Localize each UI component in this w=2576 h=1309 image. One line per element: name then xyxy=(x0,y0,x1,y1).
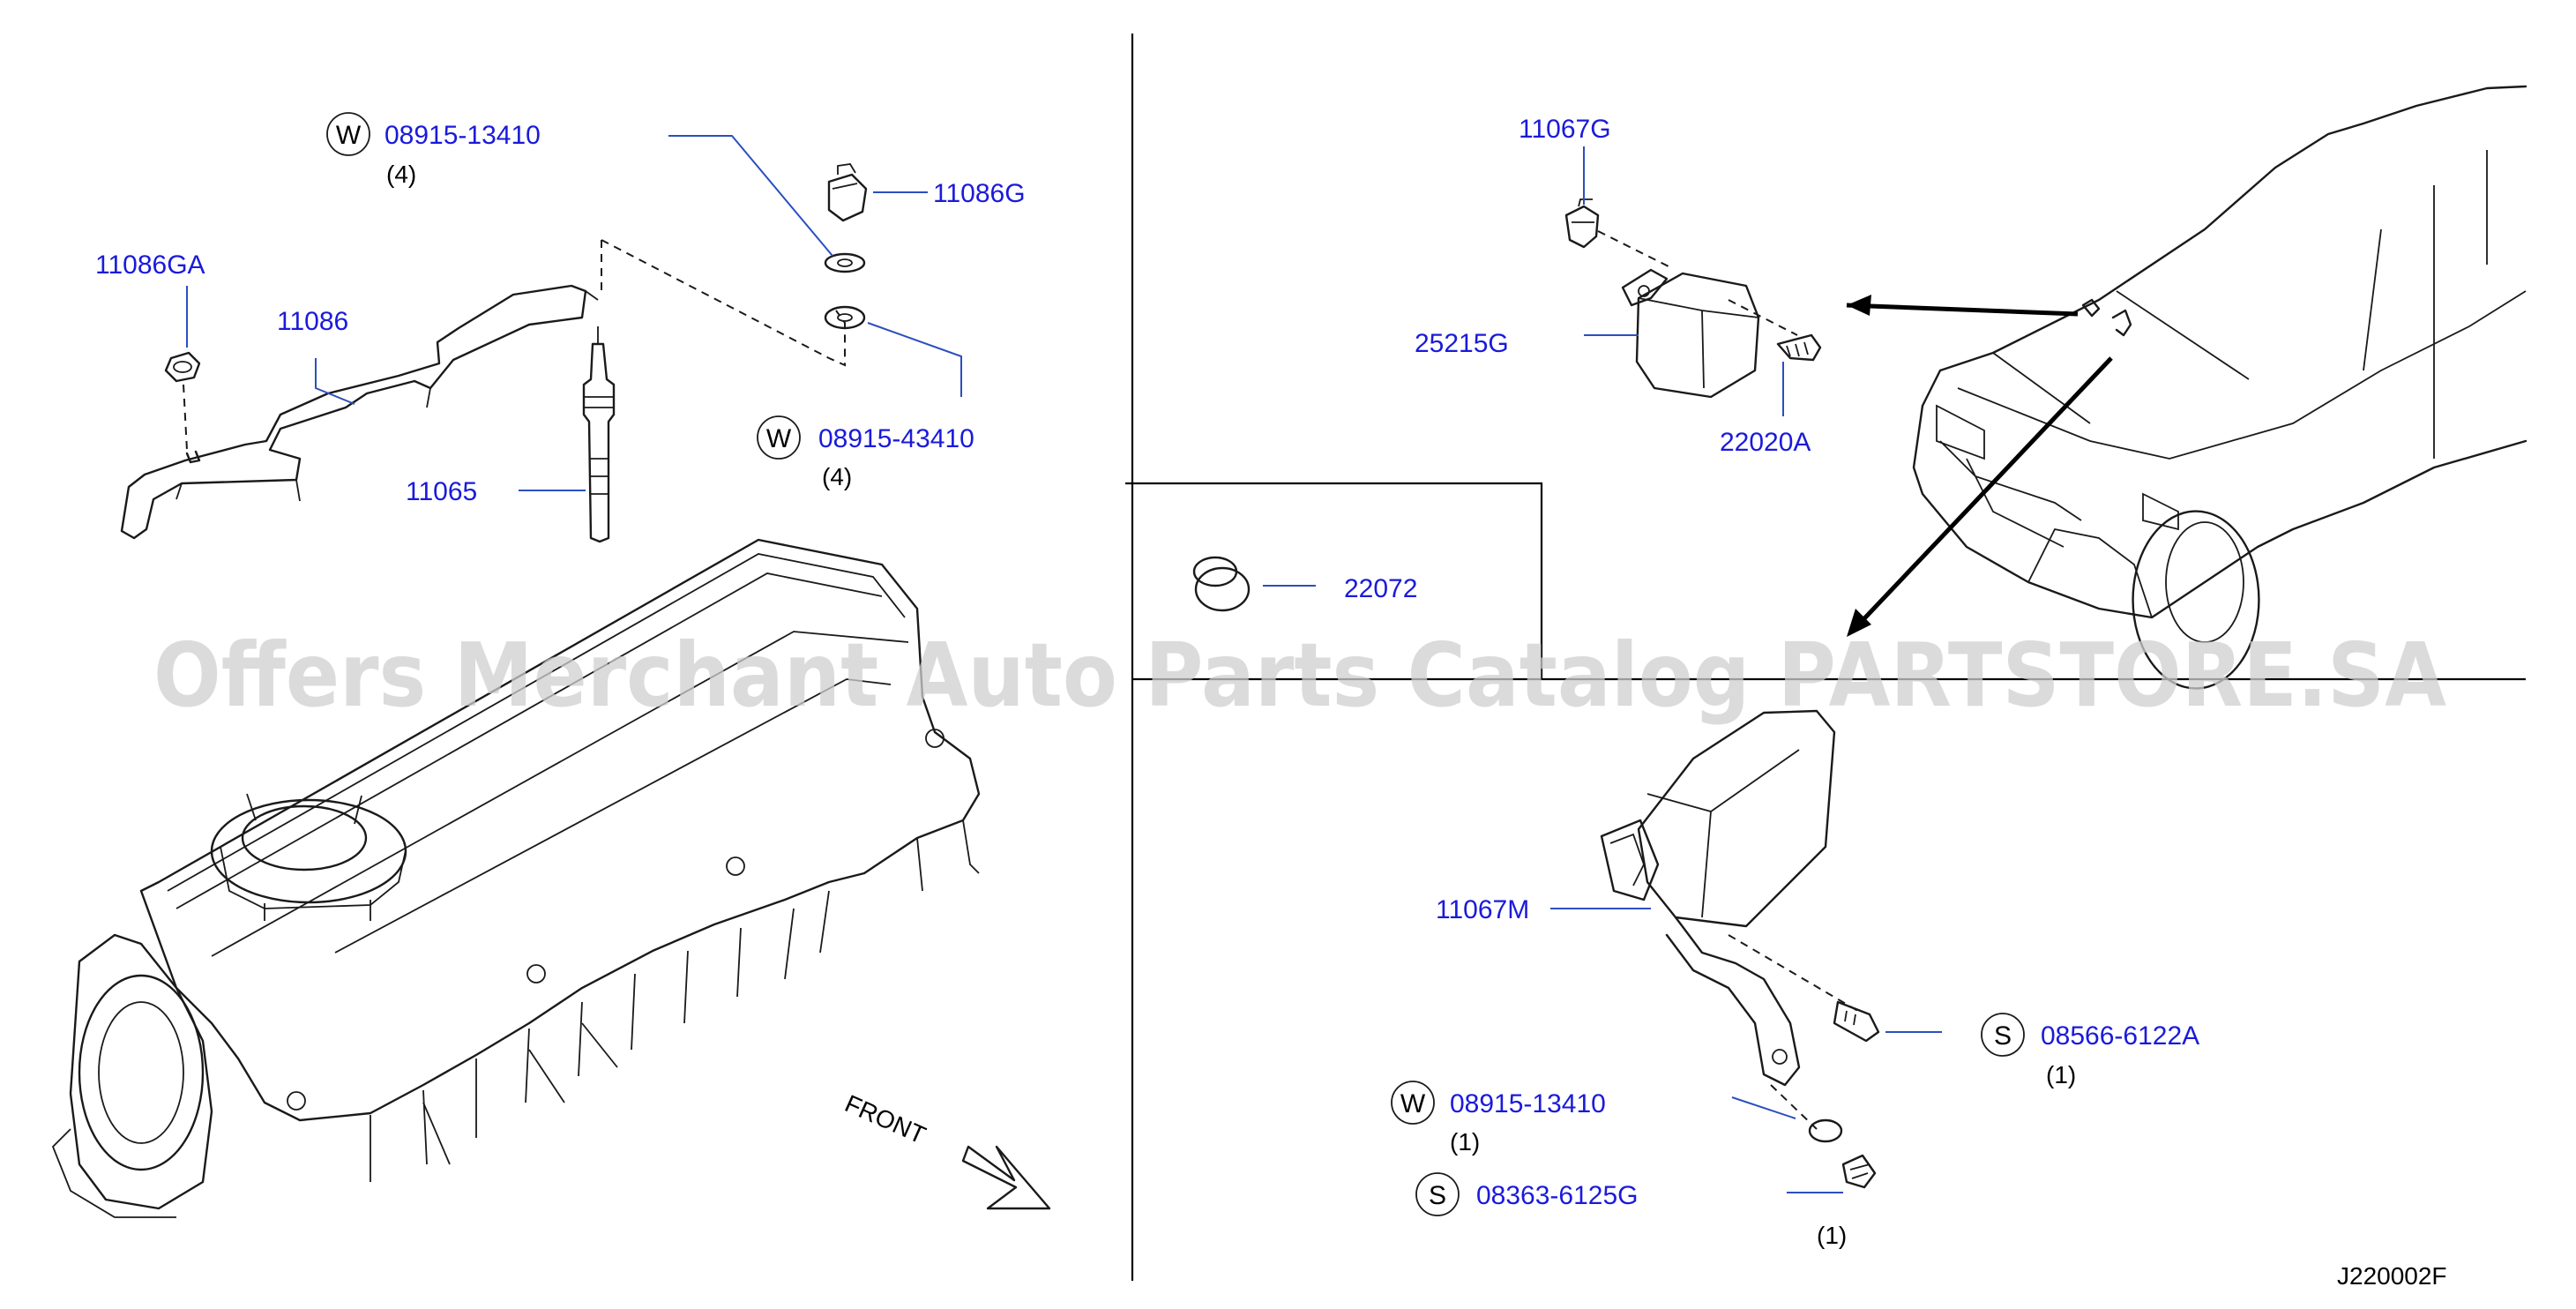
control-unit-drawing xyxy=(1550,709,1942,1193)
part-number-08363-6125G[interactable]: 08363-6125G xyxy=(1476,1181,1639,1210)
relay-and-vehicle-drawing xyxy=(1192,85,2527,690)
qty-08363-6125G: (1) xyxy=(1817,1222,1847,1249)
front-direction-label: FRONT xyxy=(841,1089,930,1149)
diagram-code: J220002F xyxy=(2337,1262,2447,1290)
callout-labels: W 08915-13410 (4) 11086G 11086GA 11086 W… xyxy=(95,115,2447,1290)
part-number-08915-13410-top[interactable]: 08915-13410 xyxy=(385,121,541,150)
callout-prefix: S xyxy=(1994,1021,2012,1051)
part-number-22072[interactable]: 22072 xyxy=(1344,574,1417,603)
qty-08915-43410: (4) xyxy=(822,463,852,490)
part-number-11065[interactable]: 11065 xyxy=(406,477,477,506)
part-number-11086[interactable]: 11086 xyxy=(277,307,348,336)
qty-08915-13410-top: (4) xyxy=(386,161,416,188)
callout-prefix: W xyxy=(1400,1089,1426,1118)
watermark-text: Offers Merchant Auto Parts Catalog PARTS… xyxy=(153,624,2446,727)
callout-circles xyxy=(326,112,2025,1216)
part-number-11067G[interactable]: 11067G xyxy=(1519,115,1611,144)
part-number-11086GA[interactable]: 11086GA xyxy=(95,251,205,280)
panel-dividers xyxy=(1125,34,2526,1281)
callout-prefix: W xyxy=(766,424,792,453)
qty-08915-13410-bottom: (1) xyxy=(1450,1128,1480,1156)
callout-prefix: W xyxy=(336,121,362,150)
engine-rocker-cover-drawing xyxy=(51,538,1051,1218)
part-number-11086G[interactable]: 11086G xyxy=(933,179,1026,208)
part-number-25215G[interactable]: 25215G xyxy=(1415,329,1509,358)
part-number-08915-43410[interactable]: 08915-43410 xyxy=(818,424,974,453)
qty-08566-6122A: (1) xyxy=(2046,1061,2076,1088)
part-number-08566-6122A[interactable]: 08566-6122A xyxy=(2041,1021,2199,1051)
part-number-22020A[interactable]: 22020A xyxy=(1720,428,1811,457)
glow-plug-harness-drawing xyxy=(120,135,962,543)
callout-prefix: S xyxy=(1429,1181,1446,1210)
part-number-11067M[interactable]: 11067M xyxy=(1436,895,1529,924)
part-number-08915-13410-bottom[interactable]: 08915-13410 xyxy=(1450,1089,1606,1118)
